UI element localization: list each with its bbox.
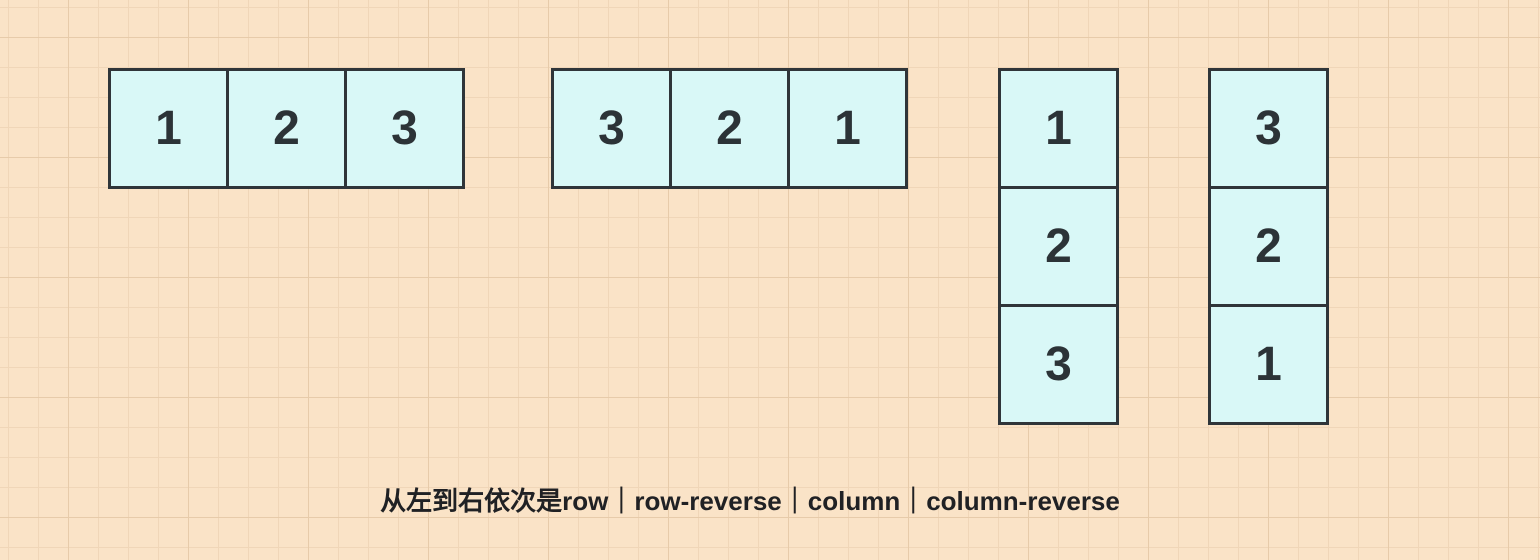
flex-column-demo: 1 2 3 bbox=[998, 68, 1119, 425]
flex-column-reverse-demo: 3 2 1 bbox=[1208, 68, 1329, 425]
flex-item-box: 3 bbox=[998, 304, 1119, 425]
flex-item-box: 2 bbox=[1208, 186, 1329, 307]
flex-item-box: 3 bbox=[551, 68, 672, 189]
flex-item-box: 2 bbox=[998, 186, 1119, 307]
caption: 从左到右依次是row｜row-reverse｜column｜column-rev… bbox=[380, 486, 1120, 516]
flex-item-box: 2 bbox=[226, 68, 347, 189]
flex-item-box: 1 bbox=[108, 68, 229, 189]
flex-item-box: 1 bbox=[998, 68, 1119, 189]
flex-item-box: 1 bbox=[787, 68, 908, 189]
flex-item-box: 3 bbox=[1208, 68, 1329, 189]
flex-item-box: 2 bbox=[669, 68, 790, 189]
flex-item-box: 3 bbox=[344, 68, 465, 189]
flex-row-reverse-demo: 3 2 1 bbox=[551, 68, 908, 189]
flex-item-box: 1 bbox=[1208, 304, 1329, 425]
flex-row-demo: 1 2 3 bbox=[108, 68, 465, 189]
